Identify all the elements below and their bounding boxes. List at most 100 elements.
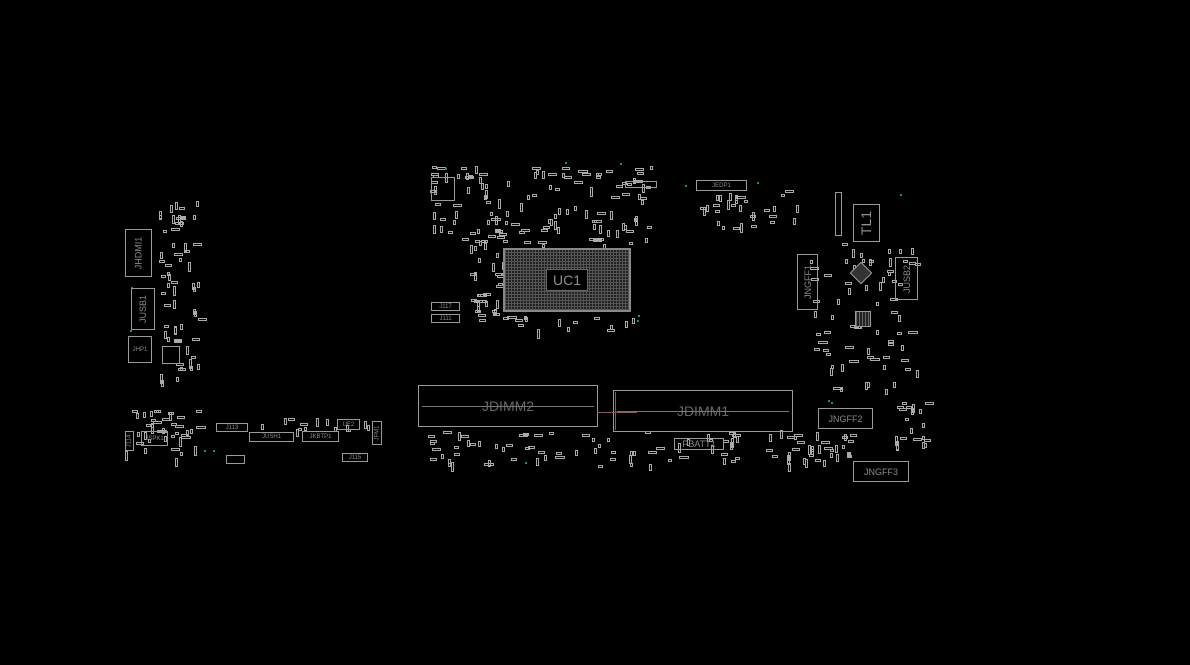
connector-unlabeled[interactable]	[226, 455, 245, 464]
smd-part	[739, 222, 743, 233]
connector-vertical[interactable]	[835, 192, 842, 236]
connector-jusb2[interactable]: JUSB2	[895, 257, 918, 300]
smd-part	[510, 222, 521, 226]
smd-part	[594, 219, 602, 223]
smd-part	[430, 190, 437, 194]
connector-jngff1[interactable]: JNGFF1	[797, 254, 818, 310]
smd-part	[495, 216, 499, 225]
smd-part	[526, 195, 530, 201]
connector-j113[interactable]: J113	[216, 423, 248, 432]
connector-j115[interactable]: J115	[342, 453, 368, 462]
smd-part	[484, 194, 488, 201]
connector-jush1[interactable]: JUSH1	[249, 432, 294, 442]
smd-part	[624, 321, 628, 328]
smd-part	[297, 428, 303, 432]
smd-part	[811, 278, 820, 282]
smd-part	[849, 359, 859, 363]
smd-part	[166, 272, 170, 277]
smd-part	[555, 452, 563, 456]
smd-part	[895, 436, 899, 446]
smd-part	[888, 339, 894, 343]
smd-part	[494, 273, 503, 277]
label: JKBTP1	[309, 433, 332, 440]
chip-ue2[interactable]: UE2	[337, 419, 360, 430]
smd-part	[165, 263, 172, 267]
smd-part	[875, 330, 879, 336]
smd-part	[645, 238, 649, 243]
smd-part	[878, 282, 882, 292]
chip-bga-small[interactable]	[855, 311, 871, 327]
smd-part	[150, 418, 157, 422]
smd-part	[709, 439, 714, 443]
test-point	[620, 163, 622, 165]
smd-part	[562, 167, 570, 171]
connector-j117[interactable]: J117	[431, 302, 460, 311]
connector-top[interactable]	[625, 181, 657, 188]
smd-part	[705, 204, 709, 213]
smd-part	[480, 183, 484, 190]
smd-part	[882, 356, 890, 360]
smd-part	[170, 281, 178, 285]
connector-jhdmi1[interactable]: JHDMI1	[125, 229, 152, 277]
smd-part	[876, 301, 880, 307]
connector-jkbtp1[interactable]: JKBTP1	[302, 431, 339, 442]
label: J117	[439, 303, 452, 310]
smd-part	[167, 337, 171, 343]
smd-part	[563, 176, 573, 180]
component-tl1[interactable]: TL1	[853, 204, 880, 242]
connector-j111[interactable]: J111	[431, 314, 460, 323]
smd-part	[588, 238, 595, 242]
cpu-uc1[interactable]: UC1	[503, 248, 631, 312]
label: UE2	[342, 421, 355, 428]
smd-part	[793, 218, 797, 225]
connector-jedp1[interactable]: JEDP1	[696, 180, 747, 191]
smd-part	[191, 355, 197, 359]
smd-part	[738, 204, 742, 213]
smd-part	[180, 366, 184, 372]
smd-part	[780, 430, 784, 439]
smd-part	[485, 200, 492, 204]
connector-jfm1[interactable]: JFM1	[372, 421, 382, 445]
connector-j114[interactable]: J114	[125, 431, 134, 451]
connector-jngff2[interactable]: JNGFF2	[818, 408, 873, 429]
smd-part	[648, 451, 658, 455]
smd-part	[443, 431, 452, 435]
smd-part	[646, 225, 652, 229]
smd-part	[535, 457, 539, 466]
dimm1-pin-row	[617, 411, 789, 412]
smd-part	[507, 180, 511, 187]
smd-part	[623, 224, 627, 231]
smd-part	[649, 166, 653, 171]
smd-part	[810, 267, 819, 271]
smd-part	[903, 259, 909, 263]
smd-part	[859, 253, 863, 259]
smd-part	[495, 253, 499, 258]
smd-part	[502, 447, 506, 452]
smd-part	[481, 239, 487, 243]
smd-part	[153, 409, 159, 413]
smd-part	[667, 459, 673, 463]
smd-part	[733, 227, 740, 231]
smd-part	[678, 443, 682, 454]
test-point	[685, 185, 687, 187]
smd-part	[582, 172, 591, 176]
smd-part	[772, 206, 776, 212]
connector-jngff3[interactable]: JNGFF3	[853, 461, 909, 482]
smd-part	[160, 251, 164, 259]
smd-part	[615, 229, 619, 239]
chip-top-left[interactable]	[431, 177, 455, 201]
smd-part	[173, 326, 177, 336]
connector-jspk1[interactable]: JSPK1	[141, 431, 168, 446]
chip-audio[interactable]	[162, 346, 180, 364]
smd-part	[634, 167, 644, 171]
smd-part	[729, 192, 733, 201]
connector-jusb1[interactable]: JUSB1	[131, 288, 155, 330]
connector-jhp1[interactable]: JHP1	[128, 336, 152, 363]
battery-connector-pbatt1[interactable]: PBATT1	[674, 438, 724, 450]
smd-part	[499, 233, 508, 237]
smd-part	[730, 460, 737, 464]
smd-part	[891, 279, 897, 283]
label: TL1	[858, 210, 875, 236]
smd-part	[531, 166, 541, 170]
